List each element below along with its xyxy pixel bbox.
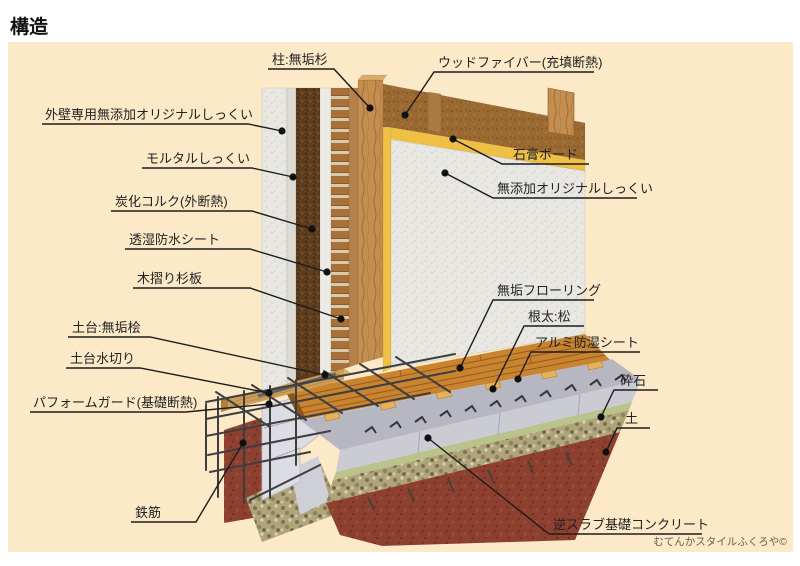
wood-lath-layer — [330, 87, 350, 373]
label-mortar-plaster: モルタルしっくい — [146, 151, 250, 166]
label-gypsum-board: 石膏ボード — [513, 147, 578, 162]
joist-blocks — [323, 360, 604, 422]
callout-interior-plaster: 無添加オリジナルしっくい — [441, 169, 653, 199]
label-interior-plaster: 無添加オリジナルしっくい — [497, 181, 653, 196]
callout-soil: 土 — [602, 411, 650, 456]
label-crushed-stone: 砕石 — [620, 373, 646, 388]
lath-backing-layer — [348, 87, 359, 368]
label-pillar: 柱:無垢杉 — [272, 52, 328, 67]
interior-plaster-panel — [390, 139, 586, 369]
callout-sill: 土台:無垢桧 — [68, 320, 329, 379]
label-soil: 土 — [625, 411, 638, 426]
label-aluminum-sheet: アルミ防湿シート — [535, 335, 639, 350]
label-sill: 土台:無垢桧 — [72, 320, 141, 335]
callout-exterior-plaster: 外壁専用無添加オリジナルしっくい — [42, 107, 286, 135]
callout-crushed-stone: 砕石 — [597, 373, 658, 421]
label-slab-concrete: 逆スラブ基礎コンクリート — [553, 517, 709, 532]
callout-breathable-sheet: 透湿防水シート — [125, 232, 331, 276]
label-sill-flashing: 土台水切り — [70, 351, 135, 366]
gypsum-board-side-edge — [382, 126, 392, 373]
callout-aluminum-sheet: アルミ防湿シート — [514, 335, 640, 383]
rear-pillar-top — [547, 87, 575, 137]
callout-wood-lath: 木摺り杉板 — [133, 271, 345, 323]
callouts: 柱:無垢杉 ウッドファイバー(充填断熱) 外壁専用無添加オリジナルしっくい モル… — [30, 52, 709, 535]
label-joist: 根太:松 — [528, 309, 571, 324]
callout-carbonized-cork: 炭化コルク(外断熱) — [111, 194, 316, 233]
callout-joist: 根太:松 — [489, 309, 584, 393]
pillar-top-cap — [357, 74, 388, 81]
label-perform-guard: パフォームガード(基礎断熱) — [33, 395, 197, 410]
slab-concrete-face — [336, 380, 641, 472]
label-exterior-plaster: 外壁専用無添加オリジナルしっくい — [45, 107, 253, 122]
label-wood-fiber: ウッドファイバー(充填断熱) — [438, 55, 602, 70]
credit: むてんかスタイルふくろや© — [653, 536, 787, 548]
callout-pillar: 柱:無垢杉 — [268, 52, 374, 112]
foundation-assembly — [224, 380, 641, 546]
label-wood-lath: 木摺り杉板 — [137, 271, 202, 286]
soil-ticks — [367, 451, 573, 511]
breathable-sheet-layer — [319, 87, 332, 376]
mortar-plaster-layer — [286, 87, 297, 385]
stud-streak — [427, 91, 442, 134]
insulation-layer — [333, 402, 632, 480]
callout-wood-fiber: ウッドファイバー(充填断熱) — [401, 55, 602, 119]
crushed-stone-band — [326, 410, 629, 503]
callout-sill-flashing: 土台水切り — [66, 351, 273, 397]
callout-solid-flooring: 無垢フローリング — [456, 283, 601, 372]
callout-mortar-plaster: モルタルしっくい — [142, 151, 297, 181]
pillar — [357, 79, 384, 365]
callout-perform-guard: パフォームガード(基礎断熱) — [30, 395, 273, 413]
label-breathable-sheet: 透湿防水シート — [129, 232, 220, 247]
rebar-grid — [205, 353, 456, 504]
aluminum-sheet-surface — [300, 359, 641, 450]
soil-mass — [326, 432, 620, 546]
rebar-spacers — [364, 373, 627, 434]
wall-assembly — [261, 74, 586, 392]
label-solid-flooring: 無垢フローリング — [497, 283, 601, 298]
callout-rebar: 鉄筋 — [131, 439, 247, 523]
label-rebar: 鉄筋 — [135, 505, 161, 520]
page-title: 構造 — [10, 15, 49, 38]
carbonized-cork-layer — [295, 87, 321, 382]
label-carbonized-cork: 炭化コルク(外断熱) — [115, 194, 228, 209]
callout-slab-concrete: 逆スラブ基礎コンクリート — [424, 434, 709, 535]
callout-gypsum-board: 石膏ボード — [449, 135, 589, 165]
